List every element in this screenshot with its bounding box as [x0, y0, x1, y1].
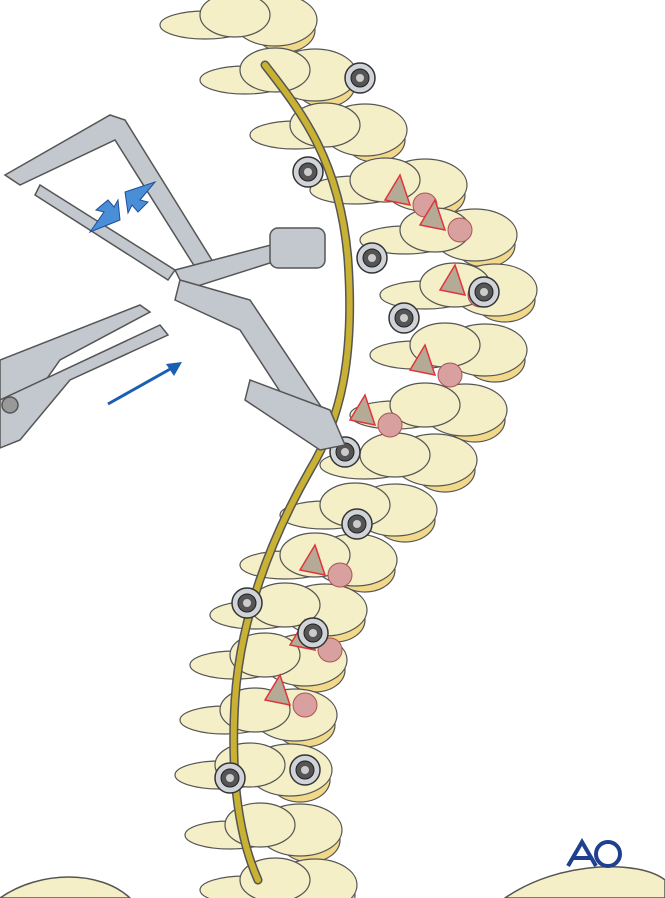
screw-icon [231, 587, 263, 619]
vertebra [319, 432, 478, 493]
osteotomy-wedge [383, 173, 412, 206]
osteotomy-wedge [263, 673, 292, 706]
vertebra [349, 382, 508, 443]
vertebra [369, 322, 528, 383]
screw-icon [289, 754, 321, 786]
vertebra [249, 102, 408, 163]
screw-icon [297, 617, 329, 649]
osteotomy-wedge [418, 198, 447, 231]
osteotomy-wedge [438, 263, 467, 296]
screw-icon [468, 276, 500, 308]
vertebra [184, 802, 343, 863]
direction-arrows [88, 180, 182, 406]
rod-holder-forceps [0, 304, 170, 449]
arrow-head-icon [166, 362, 182, 376]
bone-graft [327, 562, 353, 588]
bone-graft [437, 362, 463, 388]
arrow-icon [107, 366, 173, 406]
screw-icon [356, 242, 388, 274]
vertebra [159, 0, 318, 53]
osteotomy-wedge [408, 343, 437, 376]
ao-logo [566, 838, 622, 868]
screw-icon [292, 156, 324, 188]
arrow-icon [124, 180, 157, 215]
vertebra [199, 857, 358, 898]
osteotomy-wedge [298, 543, 327, 576]
screw-icon [388, 302, 420, 334]
vertebra [209, 582, 368, 643]
screw-icon [214, 762, 246, 794]
screw-icon [344, 62, 376, 94]
spinal-rod-fill [230, 62, 353, 883]
bone-graft [377, 412, 403, 438]
pedicle-screws [214, 62, 500, 794]
bone-graft [447, 217, 473, 243]
screw-icon [341, 508, 373, 540]
bone-graft [292, 692, 318, 718]
osteotomy-wedge [348, 393, 377, 426]
arrow-icon [88, 198, 121, 234]
compression-instrument [3, 114, 347, 451]
